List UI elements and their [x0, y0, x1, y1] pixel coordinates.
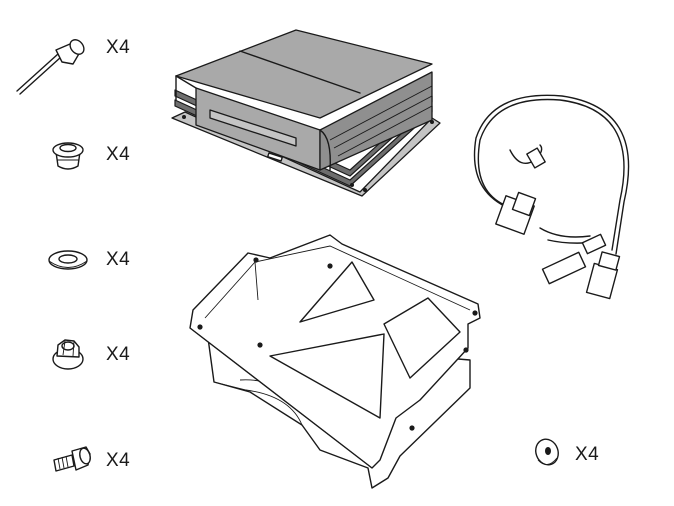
small-washer-icon — [535, 438, 559, 466]
flange-nut-quantity: X4 — [106, 344, 131, 365]
bolt-quantity: X4 — [106, 450, 131, 471]
wiring-harness-icon — [473, 94, 630, 300]
rivet-icon — [16, 39, 85, 95]
mounting-bracket-icon — [189, 234, 481, 489]
washer-quantity: X4 — [106, 249, 131, 270]
small-washer-quantity: X4 — [575, 444, 600, 465]
rivet-quantity: X4 — [106, 37, 131, 58]
grommet-icon — [52, 142, 84, 170]
flange-nut-icon — [52, 339, 84, 370]
washer-icon — [48, 250, 88, 270]
bolt-icon — [53, 446, 91, 472]
grommet-quantity: X4 — [106, 144, 131, 165]
amplifier-unit-icon — [171, 29, 441, 197]
